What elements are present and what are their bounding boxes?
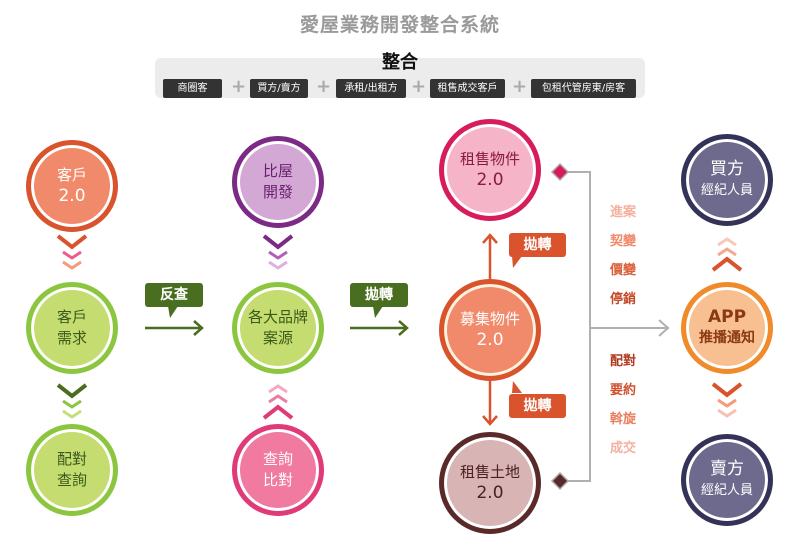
- event-match: 配對: [610, 354, 637, 369]
- node-query-compare: 查詢比對: [232, 424, 324, 516]
- arrow-right-icon: [658, 319, 670, 337]
- node-rental-sale-property: 租售物件 2.0: [439, 119, 541, 221]
- event-price-change: 價變: [610, 263, 637, 278]
- node-line: 案源: [262, 329, 293, 347]
- plus-icon: +: [316, 76, 332, 97]
- node-client-needs: 客戶需求: [26, 282, 118, 374]
- event-contract-change: 契變: [610, 234, 637, 249]
- node-line: 查詢: [262, 450, 293, 468]
- transfer-label: 拋轉: [509, 233, 566, 257]
- node-line: 各大品牌: [247, 308, 308, 326]
- node-line: 開發: [262, 183, 293, 201]
- chevron-down-icon: [262, 234, 294, 250]
- chevron-up-icon: [717, 247, 737, 257]
- node-line: APP: [707, 307, 747, 327]
- node-brand-listings: 各大品牌案源: [232, 282, 324, 374]
- node-line: 經紀人員: [700, 483, 753, 498]
- arrow-right-icon: [398, 320, 409, 336]
- chevron-down-icon: [717, 398, 737, 408]
- node-client: 客戶 2.0: [26, 140, 118, 232]
- diamond-icon: [550, 162, 570, 182]
- node-line: 比對: [262, 471, 293, 489]
- arrow-down-icon: [482, 415, 498, 426]
- reverse-check-label: 反查: [145, 283, 203, 307]
- chevron-down-icon: [62, 409, 82, 419]
- chevron-up-icon: [262, 404, 294, 420]
- node-line: 賣方: [710, 459, 744, 479]
- node-line: 比屋: [262, 162, 293, 180]
- node-line: 查詢: [56, 471, 87, 489]
- chevron-up-icon: [717, 237, 737, 247]
- chevron-up-icon: [268, 384, 288, 394]
- transfer-label: 拋轉: [350, 283, 408, 307]
- node-rental-sale-land: 租售土地 2.0: [439, 432, 541, 534]
- node-buyer-agent: 買方經紀人員: [681, 134, 773, 226]
- node-app-push: APP 推播通知: [681, 282, 773, 374]
- node-line: 2.0: [476, 483, 504, 503]
- node-line: 2.0: [58, 186, 86, 206]
- tag-tenant-landlord: 承租/出租方: [336, 79, 406, 98]
- node-line: 租售物件: [459, 150, 520, 168]
- chevron-down-icon: [711, 382, 743, 398]
- node-line: 租售土地: [459, 463, 520, 481]
- arrow-right-icon: [193, 320, 204, 336]
- integration-title: 整合: [382, 52, 418, 73]
- node-line: 2.0: [476, 170, 504, 190]
- node-match-query: 配對查詢: [26, 424, 118, 516]
- node-line: 買方: [710, 159, 744, 179]
- chevron-down-icon: [62, 260, 82, 270]
- plus-icon: +: [231, 76, 247, 97]
- node-collect-property: 募集物件 2.0: [439, 279, 541, 381]
- plus-icon: +: [512, 76, 528, 97]
- diamond-icon: [550, 471, 570, 491]
- chevron-down-icon: [717, 408, 737, 418]
- chevron-up-icon: [711, 256, 743, 272]
- node-line: 客戶: [56, 166, 87, 184]
- node-line: 配對: [56, 450, 87, 468]
- node-seller-agent: 賣方經紀人員: [681, 434, 773, 526]
- node-line: 需求: [56, 329, 87, 347]
- plus-icon: +: [411, 76, 427, 97]
- chevron-down-icon: [56, 383, 88, 399]
- tag-business-district: 商圈客: [163, 79, 222, 98]
- chevron-down-icon: [268, 250, 288, 260]
- chevron-down-icon: [62, 250, 82, 260]
- node-biwu-dev: 比屋開發: [232, 136, 324, 228]
- node-line: 客戶: [56, 308, 87, 326]
- event-negotiation: 斡旋: [610, 412, 637, 427]
- transfer-label: 拋轉: [509, 394, 566, 418]
- arrow-up-icon: [482, 233, 498, 244]
- event-delisted: 停銷: [610, 292, 637, 307]
- node-line: 經紀人員: [700, 183, 753, 198]
- chevron-up-icon: [268, 394, 288, 404]
- node-line: 2.0: [476, 330, 504, 350]
- tag-buyer-seller: 買方/賣方: [250, 79, 308, 98]
- event-closed: 成交: [610, 441, 637, 456]
- page-title: 愛屋業務開發整合系統: [299, 14, 500, 36]
- tag-property-management: 包租代管房東/房客: [531, 79, 636, 98]
- chevron-down-icon: [268, 260, 288, 270]
- node-line: 募集物件: [459, 310, 520, 328]
- tag-closed-clients: 租售成交客戶: [430, 79, 505, 98]
- chevron-down-icon: [56, 234, 88, 250]
- node-line: 推播通知: [699, 330, 755, 346]
- chevron-down-icon: [62, 399, 82, 409]
- event-new-listing: 進案: [610, 205, 637, 220]
- event-offer: 要約: [610, 383, 637, 398]
